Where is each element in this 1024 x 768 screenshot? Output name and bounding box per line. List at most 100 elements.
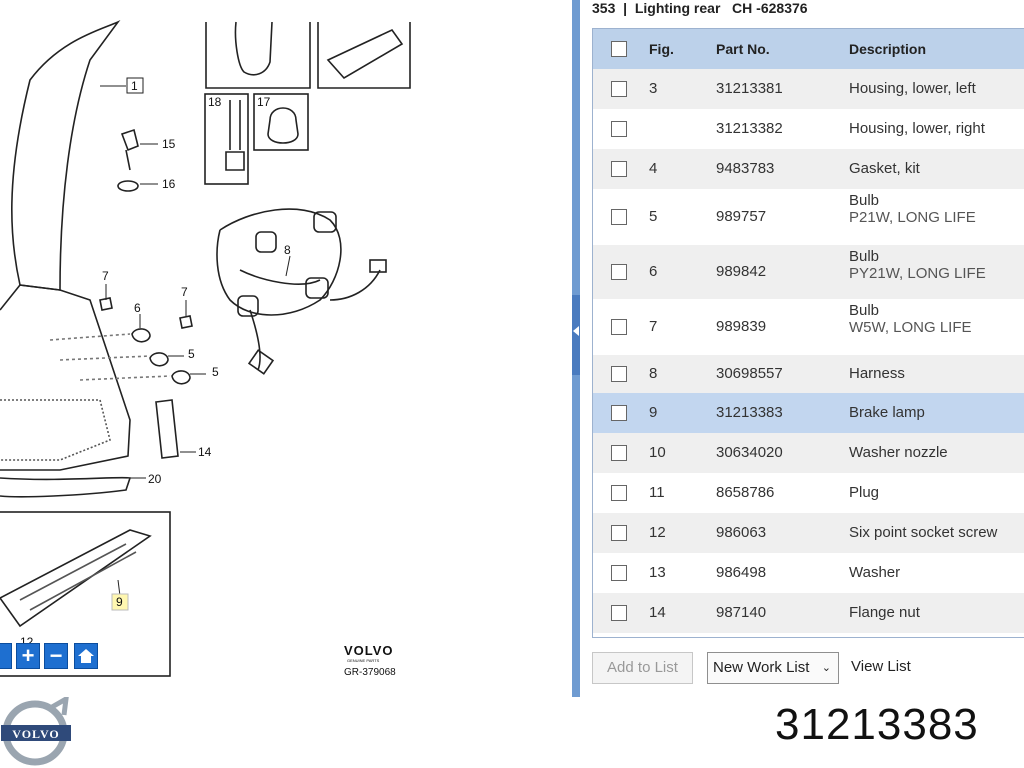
column-header-description[interactable]: Description — [849, 41, 927, 57]
row-checkbox[interactable] — [611, 565, 627, 581]
row-description-detail: PY21W, LONG LIFE — [849, 265, 986, 282]
callout-8: 8 — [284, 243, 291, 257]
callout-5b: 5 — [212, 365, 219, 379]
volvo-logo: VOLVO — [1, 697, 71, 766]
row-description-text: Housing, lower, right — [849, 120, 985, 137]
row-fig: 12 — [649, 524, 666, 541]
plus-icon: + — [21, 643, 35, 668]
zoom-extra-button[interactable] — [0, 643, 12, 669]
row-part-no: 989842 — [716, 263, 767, 280]
callout-6: 6 — [134, 301, 141, 315]
row-checkbox[interactable] — [611, 121, 627, 137]
row-fig: 10 — [649, 444, 666, 461]
table-row[interactable]: 8 30698557 Harness — [593, 355, 1024, 393]
logo-text: VOLVO — [12, 727, 59, 741]
callout-16: 16 — [162, 177, 176, 191]
zoom-in-button[interactable]: + — [16, 643, 40, 669]
row-checkbox[interactable] — [611, 405, 627, 421]
row-fig: 3 — [649, 80, 658, 97]
row-description: Housing, lower, left — [849, 80, 976, 97]
row-description-text: Harness — [849, 365, 905, 382]
add-to-list-button[interactable]: Add to List — [592, 652, 693, 684]
callout-7b: 7 — [181, 285, 188, 299]
home-icon — [78, 649, 94, 663]
row-description-text: Washer nozzle — [849, 444, 948, 461]
row-fig: 5 — [649, 208, 658, 225]
row-description-text: Flange nut — [849, 604, 920, 621]
row-fig: 8 — [649, 365, 658, 382]
row-checkbox[interactable] — [611, 264, 627, 280]
diagram-drawing: 1 15 16 18 17 8 7 7 6 5 5 14 20 9 12 VOL… — [0, 20, 411, 678]
callout-1: 1 — [131, 79, 138, 93]
table-row[interactable]: 3 31213381 Housing, lower, left — [593, 69, 1024, 109]
home-button[interactable] — [74, 643, 98, 669]
row-description-text: Gasket, kit — [849, 160, 920, 177]
new-work-list-select[interactable]: New Work List ⌄ — [707, 652, 839, 684]
row-checkbox[interactable] — [611, 445, 627, 461]
callout-17: 17 — [257, 95, 271, 109]
row-checkbox[interactable] — [611, 366, 627, 382]
row-description-text: Bulb — [849, 248, 880, 265]
row-checkbox[interactable] — [611, 161, 627, 177]
column-header-fig[interactable]: Fig. — [649, 41, 674, 57]
diagram-ref: GR-379068 — [344, 667, 396, 678]
diagram-brand-sub: GENUINE PARTS — [347, 658, 380, 663]
collapse-arrow-icon — [573, 326, 579, 336]
row-part-no: 30634020 — [716, 444, 783, 461]
row-description-detail: P21W, LONG LIFE — [849, 209, 976, 226]
row-description-text: Bulb — [849, 302, 880, 319]
row-fig: 6 — [649, 263, 658, 280]
row-description: Harness — [849, 365, 905, 382]
page-title: 353 | Lighting rear CH -628376 — [592, 0, 808, 16]
row-description-text: Brake lamp — [849, 404, 925, 421]
row-checkbox[interactable] — [611, 319, 627, 335]
row-checkbox[interactable] — [611, 81, 627, 97]
part-number-caption: 31213383 — [775, 700, 979, 749]
table-row[interactable]: 10 30634020 Washer nozzle — [593, 433, 1024, 473]
row-fig: 11 — [649, 484, 665, 501]
row-fig: 14 — [649, 604, 666, 621]
callout-14: 14 — [198, 445, 212, 459]
row-description-text: Six point socket screw — [849, 524, 998, 541]
row-description: Washer nozzle — [849, 444, 948, 461]
row-part-no: 8658786 — [716, 484, 775, 501]
callout-15: 15 — [162, 137, 176, 151]
chevron-down-icon: ⌄ — [821, 662, 831, 674]
zoom-out-button[interactable]: − — [44, 643, 68, 669]
row-checkbox[interactable] — [611, 485, 627, 501]
row-part-no: 31213381 — [716, 80, 783, 97]
row-part-no: 31213383 — [716, 404, 783, 421]
diagram-brand: VOLVO — [344, 643, 394, 658]
callout-5a: 5 — [188, 347, 195, 361]
row-fig: 9 — [649, 404, 658, 421]
view-list-link[interactable]: View List — [851, 658, 911, 675]
table-row[interactable]: 9 31213383 Brake lamp — [593, 393, 1024, 433]
row-part-no: 989839 — [716, 318, 767, 335]
column-header-part-no[interactable]: Part No. — [716, 41, 770, 57]
callout-18: 18 — [208, 95, 222, 109]
row-part-no: 9483783 — [716, 160, 775, 177]
row-checkbox[interactable] — [611, 209, 627, 225]
parts-diagram[interactable]: 1 15 16 18 17 8 7 7 6 5 5 14 20 9 12 VOL… — [0, 0, 572, 700]
new-work-list-label: New Work List — [713, 659, 810, 676]
select-all-checkbox[interactable] — [611, 41, 627, 57]
row-description: Brake lamp — [849, 404, 925, 421]
row-description: Six point socket screw — [849, 524, 997, 541]
row-part-no: 989757 — [716, 208, 767, 225]
row-part-no: 30698557 — [716, 365, 783, 382]
row-checkbox[interactable] — [611, 525, 627, 541]
row-description: Gasket, kit — [849, 160, 920, 177]
row-checkbox[interactable] — [611, 605, 627, 621]
